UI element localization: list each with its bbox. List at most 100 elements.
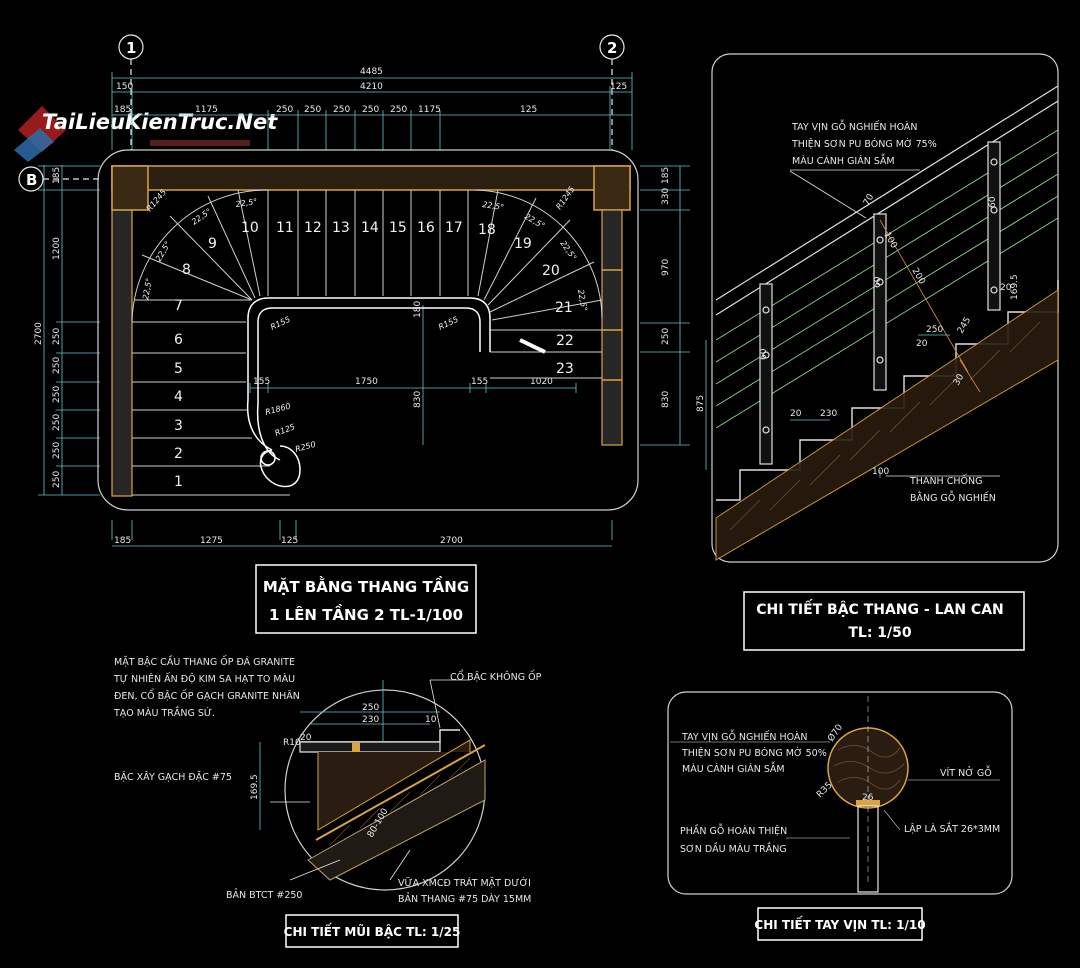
plan-column-right bbox=[593, 165, 631, 211]
dim-bottom-2: 125 bbox=[281, 536, 298, 546]
plan-step-numbers: 1 2 3 4 5 6 7 8 9 10 11 12 13 14 15 16 1… bbox=[174, 220, 574, 490]
rail-title-box bbox=[743, 591, 1025, 651]
plan-angle-labels: 22,5° 22,5° 22,5° 22,5° 22,5° 22,5° 22,5… bbox=[141, 197, 589, 312]
rail-note-post-1: THANH CHỐNG bbox=[909, 474, 982, 487]
handrail-note-post-2: SƠN DẦU MÀU TRẮNG bbox=[680, 842, 787, 855]
watermark-logo-shape bbox=[14, 128, 54, 162]
rail-dim-60c: 60 bbox=[759, 348, 769, 360]
plan-dimension-lines bbox=[38, 72, 690, 547]
dim-left-total: 2700 bbox=[34, 322, 44, 345]
step-number: 5 bbox=[174, 361, 183, 377]
plan-stair-treads bbox=[131, 189, 603, 496]
dim-seg-0: 185 bbox=[114, 105, 131, 115]
dim-bottom-3: 2700 bbox=[440, 536, 463, 546]
nosing-dim-250: 250 bbox=[362, 703, 379, 713]
angle-2: 22,5° bbox=[154, 240, 173, 263]
nosing-note-mortar-1: VỮA XMCĐ TRÁT MẶT DƯỚI bbox=[398, 877, 531, 889]
rail-dim-1695: 169.5 bbox=[1010, 274, 1020, 300]
angle-6: 22,5° bbox=[523, 212, 546, 231]
step-number: 20 bbox=[542, 263, 560, 279]
rail-dim-20b: 20 bbox=[916, 339, 928, 349]
handrail-title: CHI TIẾT TAY VỊN TL: 1/10 bbox=[754, 916, 925, 932]
handrail-note-rail-1: TAY VỊN GỖ NGHIẾN HOÀN bbox=[681, 730, 808, 743]
dim-left-row-5: 250 bbox=[52, 471, 62, 488]
angle-1: 22,5° bbox=[141, 277, 154, 300]
plan-title-box bbox=[255, 564, 477, 634]
dim-left-150: 150 bbox=[116, 82, 133, 92]
dim-left-row-0: 250 bbox=[52, 328, 62, 345]
dim-right-0: 185 bbox=[661, 167, 671, 184]
axis-2-label: 2 bbox=[607, 39, 617, 57]
angle-5: 22,5° bbox=[482, 200, 505, 212]
rail-dim-200: 200 bbox=[909, 267, 926, 287]
nosing-dim-230: 230 bbox=[362, 715, 379, 725]
watermark-text: TaiLieuKienTruc.Net bbox=[42, 110, 278, 134]
nosing-dim-10: 10 bbox=[425, 715, 437, 725]
step-number: 10 bbox=[241, 220, 259, 236]
dim-inner-1020: 1020 bbox=[530, 377, 553, 387]
handrail-note-screw: VÍT NỞ GỖ bbox=[940, 766, 992, 779]
step-number: 15 bbox=[389, 220, 407, 236]
rail-note-handrail-3: MÀU CÁNH GIÁN SẪM bbox=[792, 154, 895, 167]
step-number: 4 bbox=[174, 389, 183, 405]
dim-left-row-2: 250 bbox=[52, 386, 62, 403]
handrail-detail-drawing bbox=[670, 696, 1000, 893]
dim-seg-6: 250 bbox=[390, 105, 407, 115]
plan-top-wall bbox=[111, 165, 631, 191]
radius-r155-right: R155 bbox=[437, 315, 460, 332]
dim-seg-7: 1175 bbox=[418, 105, 441, 115]
rail-detail-drawing bbox=[705, 85, 1059, 561]
dim-bottom-1: 1275 bbox=[200, 536, 223, 546]
dim-inner-1750: 1750 bbox=[355, 377, 378, 387]
dim-seg-3: 250 bbox=[304, 105, 321, 115]
plan-outline bbox=[97, 149, 639, 511]
step-number: 23 bbox=[556, 361, 574, 377]
rail-dim-20a: 20 bbox=[790, 409, 802, 419]
plan-right-wall bbox=[601, 209, 623, 446]
handrail-dim-26: 26 bbox=[862, 793, 874, 803]
handrail-detail-frame bbox=[667, 691, 1013, 895]
nosing-note-brick: BẬC XÂY GẠCH ĐẶC #75 bbox=[114, 771, 232, 783]
dim-left-row-4: 250 bbox=[52, 442, 62, 459]
rail-dim-245: 245 bbox=[956, 316, 973, 336]
dim-seg-4: 250 bbox=[333, 105, 350, 115]
step-number: 3 bbox=[174, 418, 183, 434]
step-number: 1 bbox=[174, 474, 183, 490]
rail-dim-875: 875 bbox=[696, 395, 706, 412]
watermark: TaiLieuKienTruc.Net bbox=[14, 106, 278, 162]
dim-seg-5: 250 bbox=[362, 105, 379, 115]
step-number: 22 bbox=[556, 333, 574, 349]
dim-total-4485: 4485 bbox=[360, 67, 383, 77]
radius-r125: R125 bbox=[274, 422, 297, 438]
radius-r155-left: R155 bbox=[269, 315, 292, 332]
rail-dim-70: 70 bbox=[862, 192, 877, 207]
dim-right-4: 830 bbox=[661, 391, 671, 408]
plan-arrow bbox=[519, 338, 546, 354]
dim-right-1: 330 bbox=[661, 188, 671, 205]
angle-4: 22,5° bbox=[235, 197, 258, 209]
nosing-note-riser: CỔ BẬC KHÔNG ỐP bbox=[450, 670, 542, 683]
nosing-note-top-2: TỰ NHIÊN ẤN ĐỘ KIM SA HẠT TO MÀU bbox=[113, 673, 295, 685]
step-number: 14 bbox=[361, 220, 379, 236]
dim-right-3: 250 bbox=[661, 328, 671, 345]
angle-7: 22,5° bbox=[558, 239, 578, 262]
angle-8: 22,5° bbox=[576, 289, 589, 312]
plan-handrail bbox=[246, 297, 546, 488]
dim-right-2: 970 bbox=[661, 259, 671, 276]
angle-3: 22,5° bbox=[190, 207, 213, 227]
nosing-title-box bbox=[285, 914, 459, 948]
dim-inner-4210: 4210 bbox=[360, 82, 383, 92]
step-number: 21 bbox=[555, 300, 573, 316]
step-number: 6 bbox=[174, 332, 183, 348]
nosing-title: CHI TIẾT MŨI BẬC TL: 1/25 bbox=[284, 923, 461, 939]
axis-1-label: 1 bbox=[126, 39, 136, 57]
rail-note-handrail-1: TAY VỊN GỖ NGHIẾN HOÀN bbox=[791, 120, 918, 133]
rail-note-post-2: BẰNG GỖ NGHIẾN bbox=[910, 491, 996, 504]
dim-inner-155b: 155 bbox=[471, 377, 488, 387]
plan-title-line2: 1 LÊN TẦNG 2 TL-1/100 bbox=[269, 603, 463, 624]
rail-dim-230: 230 bbox=[820, 409, 837, 419]
nosing-note-mortar-2: BẢN THANG #75 DÀY 15MM bbox=[398, 893, 531, 905]
nosing-note-top-3: ĐEN, CỔ BẬC ỐP GẠCH GRANITE NHÂN bbox=[114, 689, 300, 702]
nosing-note-top-1: MẶT BẬC CẦU THANG ỐP ĐÁ GRANITE bbox=[114, 655, 295, 668]
step-number: 17 bbox=[445, 220, 463, 236]
